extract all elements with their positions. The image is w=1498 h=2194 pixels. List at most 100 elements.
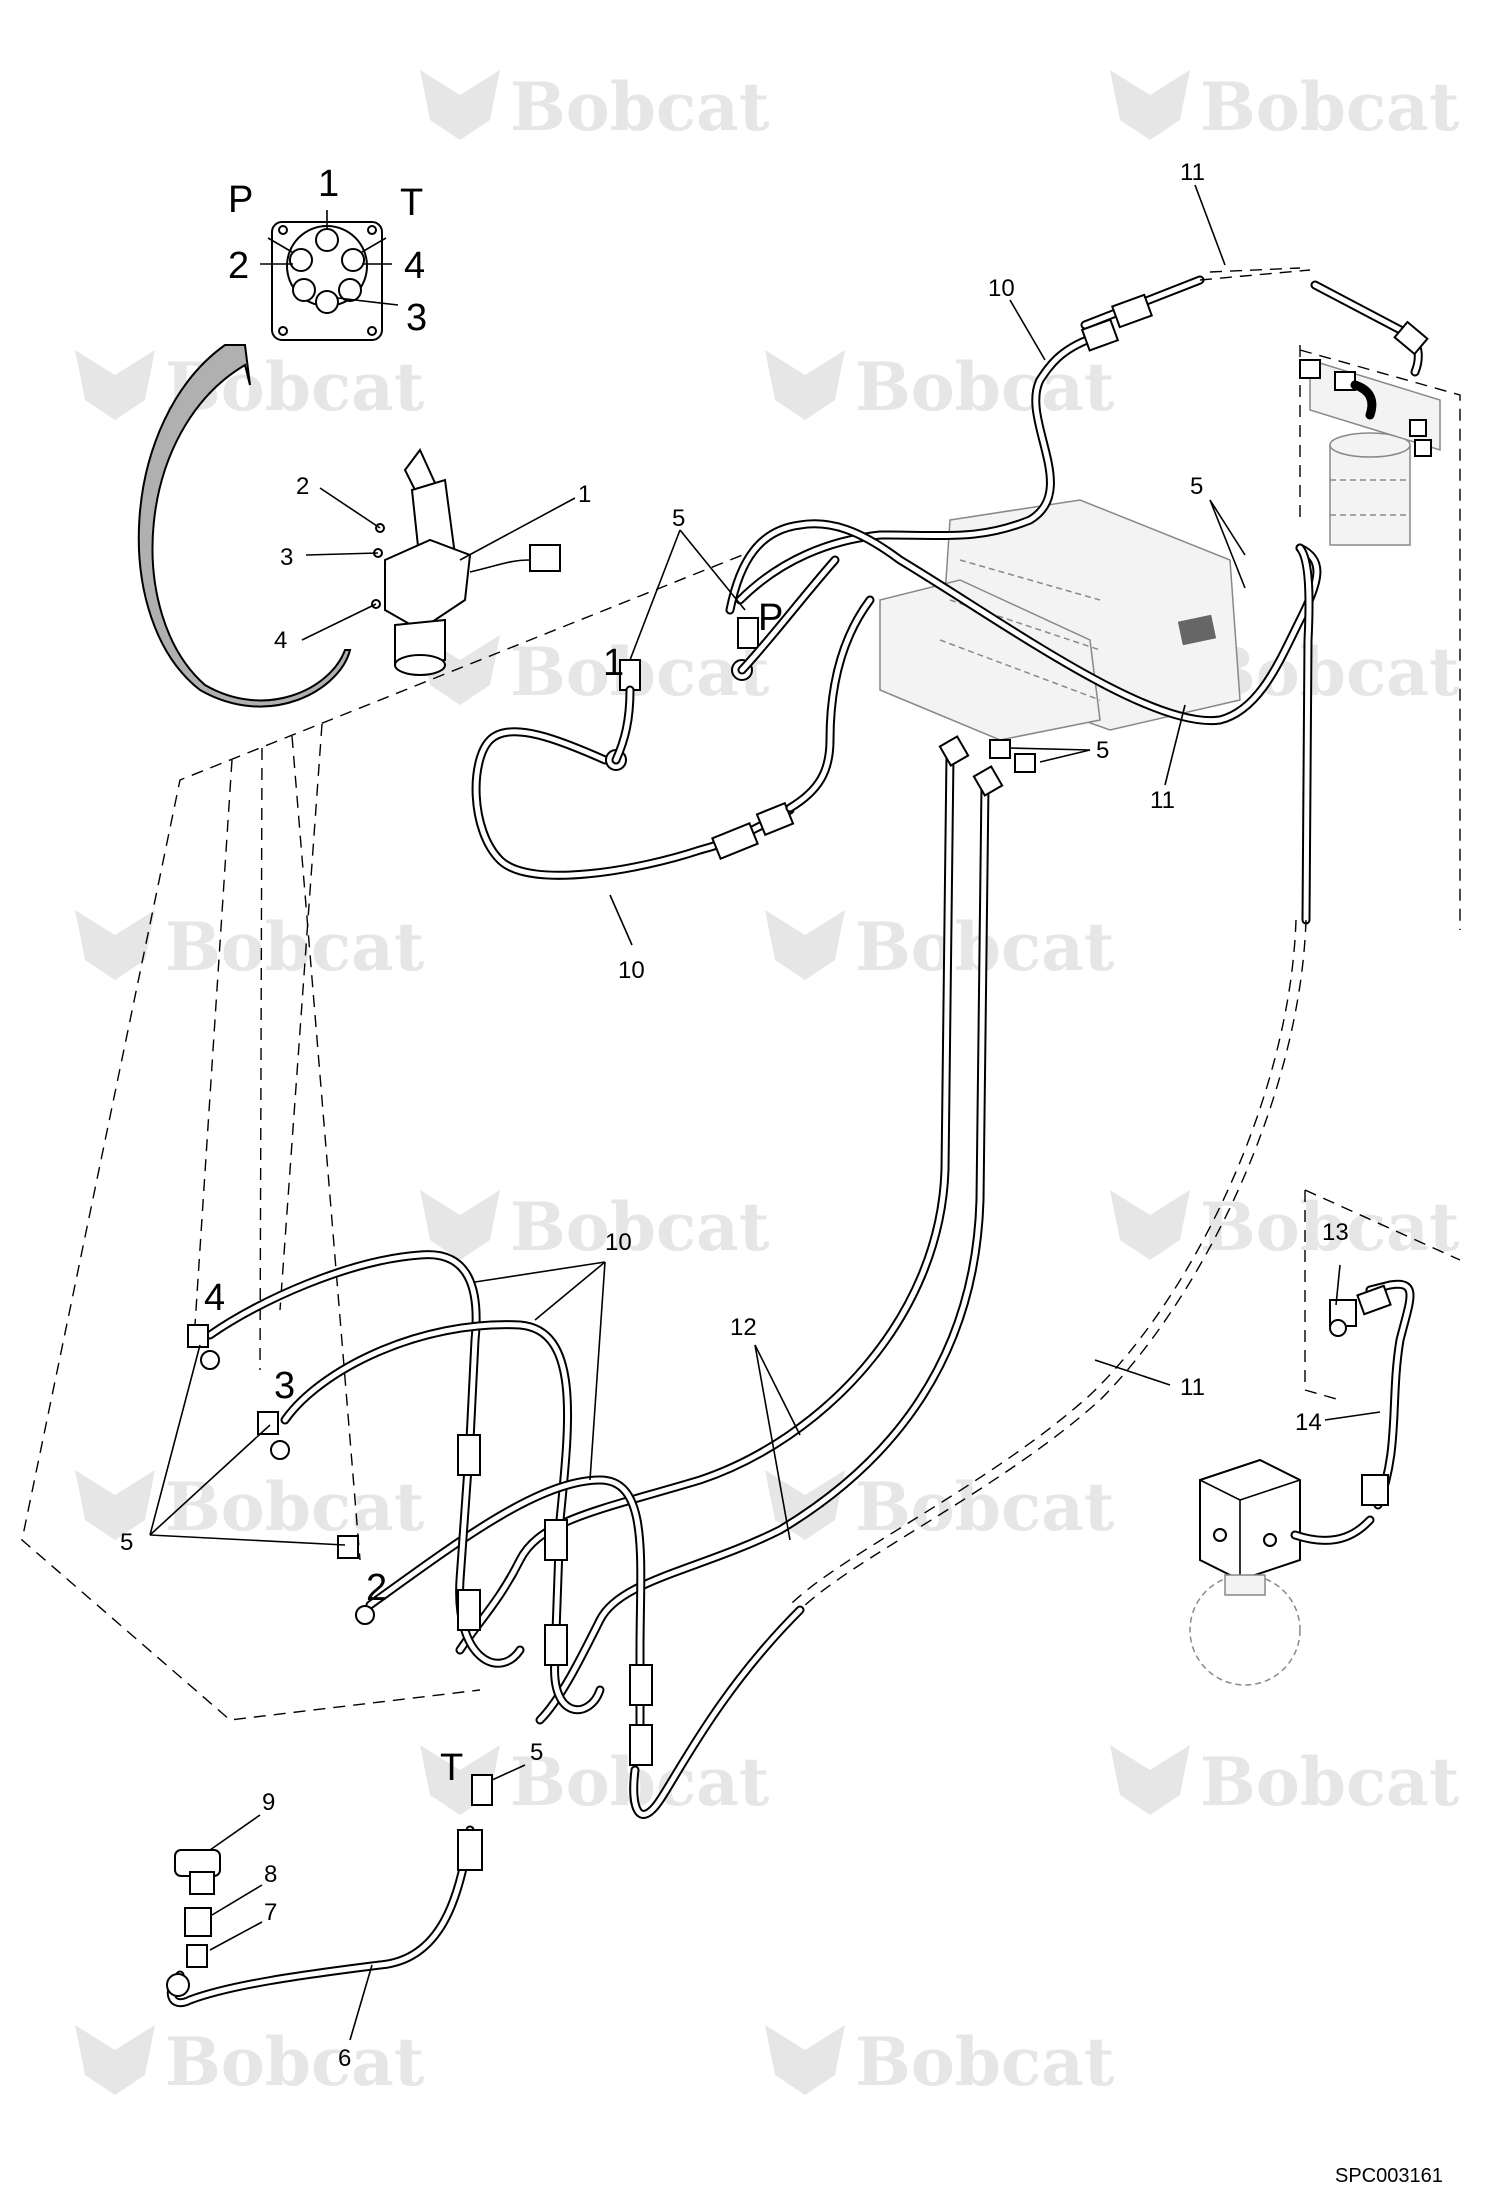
port-p-valve-label: P xyxy=(758,597,783,639)
fitting-port4 xyxy=(187,1324,209,1348)
port-t-label: T xyxy=(440,1747,463,1789)
watermark-16: Bobcat xyxy=(765,2023,1115,2101)
callout-3: 3 xyxy=(280,544,293,571)
reference-code: SPC003161 xyxy=(1335,2165,1443,2187)
port-1-valve-label: 1 xyxy=(603,642,624,684)
watermark-5: Bobcat xyxy=(420,633,770,711)
port-4-label: 4 xyxy=(204,1277,225,1319)
fitting-port5 xyxy=(337,1535,359,1559)
valve-tag xyxy=(1177,614,1217,646)
fitting-5-valve-b xyxy=(1014,753,1036,773)
port-label-2: 2 xyxy=(228,245,249,287)
hose-10-end-b xyxy=(544,1519,568,1561)
callouts: 11 10 5 5 1 P 5 11 10 10 12 11 13 14 xyxy=(120,159,1381,2072)
callout-6: 6 xyxy=(338,2045,351,2072)
joystick-port-detail: 1 P T 2 4 3 xyxy=(228,163,427,341)
callout-11c: 11 xyxy=(1180,1374,1205,1401)
watermark-text: Bobcat xyxy=(510,1188,770,1266)
callout-5e: 5 xyxy=(530,1739,543,1766)
port-label-p: P xyxy=(228,179,253,221)
callout-12: 12 xyxy=(730,1314,757,1341)
watermark-3: Bobcat xyxy=(75,348,425,426)
port-4-hole xyxy=(338,278,362,302)
watermark-text: Bobcat xyxy=(855,2023,1115,2101)
callout-2: 2 xyxy=(296,473,309,500)
hose-10-fitting-b xyxy=(755,801,795,837)
watermark-4: Bobcat xyxy=(765,348,1115,426)
watermark-7: Bobcat xyxy=(75,908,425,986)
callout-4: 4 xyxy=(274,627,287,654)
port-p-hole xyxy=(289,248,313,272)
port-label-3: 3 xyxy=(406,297,427,339)
hose-10-port4 xyxy=(205,1250,481,1445)
watermark-9: Bobcat xyxy=(420,1188,770,1266)
callout-7: 7 xyxy=(264,1899,277,1926)
hose-6-end xyxy=(457,1829,483,1871)
hydraulic-block xyxy=(1299,345,1461,930)
watermark-text: Bobcat xyxy=(855,1468,1115,1546)
port-1-hole xyxy=(315,228,339,252)
envelope-left xyxy=(21,547,761,1721)
hose-10-fitting-a xyxy=(711,822,759,860)
watermark-text: Bobcat xyxy=(165,908,425,986)
fitting-p xyxy=(737,617,759,649)
watermark-text: Bobcat xyxy=(510,68,770,146)
port-2-hole xyxy=(292,278,316,302)
watermark-grid: Bobcat Bobcat Bobcat Bobcat Bobcat Bobca… xyxy=(75,68,1460,2101)
hose-10-port1-loop xyxy=(471,727,795,880)
port-3-hole xyxy=(315,290,339,314)
port-label-t: T xyxy=(400,182,423,224)
watermark-text: Bobcat xyxy=(1200,68,1460,146)
watermark-text: Bobcat xyxy=(1200,633,1460,711)
fitting-port3 xyxy=(257,1411,279,1435)
callout-1: 1 xyxy=(578,481,591,508)
watermark-text: Bobcat xyxy=(165,1468,425,1546)
callout-13: 13 xyxy=(1322,1219,1349,1246)
control-valve xyxy=(879,499,1241,741)
callout-5a: 5 xyxy=(1190,473,1203,500)
fitting-t xyxy=(471,1774,493,1806)
callout-10a: 10 xyxy=(988,275,1015,302)
callout-14: 14 xyxy=(1295,1409,1322,1436)
accumulator-valve xyxy=(1189,1458,1301,1686)
fitting-7 xyxy=(186,1944,208,1968)
hose-11-top-fitting xyxy=(1110,293,1154,329)
port-3-label: 3 xyxy=(274,1365,295,1407)
fitting-upper-a xyxy=(1299,359,1321,379)
fitting-5-valve-a xyxy=(989,739,1011,759)
joystick-boot xyxy=(384,538,472,632)
watermark-10: Bobcat xyxy=(1110,1188,1460,1266)
hose-10-end-a xyxy=(457,1434,481,1476)
port-label-1: 1 xyxy=(318,163,339,205)
port-2-label: 2 xyxy=(366,1567,387,1609)
joystick-base xyxy=(394,618,446,667)
callout-11b: 11 xyxy=(1150,787,1175,814)
watermark-12: Bobcat xyxy=(765,1468,1115,1546)
callout-5b: 5 xyxy=(672,505,685,532)
watermark-8: Bobcat xyxy=(765,908,1115,986)
watermark-14: Bobcat xyxy=(1110,1743,1460,1821)
watermark-text: Bobcat xyxy=(855,348,1115,426)
watermark-text: Bobcat xyxy=(165,2023,425,2101)
fitting-13 xyxy=(1329,1299,1357,1327)
callout-5c: 5 xyxy=(1096,737,1109,764)
fitting-8 xyxy=(184,1907,212,1937)
hose-11-dashed-run xyxy=(799,919,1307,1611)
callout-8: 8 xyxy=(264,1861,277,1888)
port-label-4: 4 xyxy=(404,245,425,287)
joystick-connector xyxy=(529,544,561,572)
port-t-hole xyxy=(341,248,365,272)
detail-view-arrow xyxy=(137,344,352,708)
joystick-assembly xyxy=(371,448,561,676)
watermark-1: Bobcat xyxy=(420,68,770,146)
watermark-text: Bobcat xyxy=(1200,1743,1460,1821)
watermark-2: Bobcat xyxy=(1110,68,1460,146)
callout-11a: 11 xyxy=(1180,159,1205,186)
callout-10b: 10 xyxy=(618,957,645,984)
callout-10c: 10 xyxy=(605,1229,632,1256)
callout-9: 9 xyxy=(262,1789,275,1816)
watermark-15: Bobcat xyxy=(75,2023,425,2101)
callout-5d: 5 xyxy=(120,1529,133,1556)
